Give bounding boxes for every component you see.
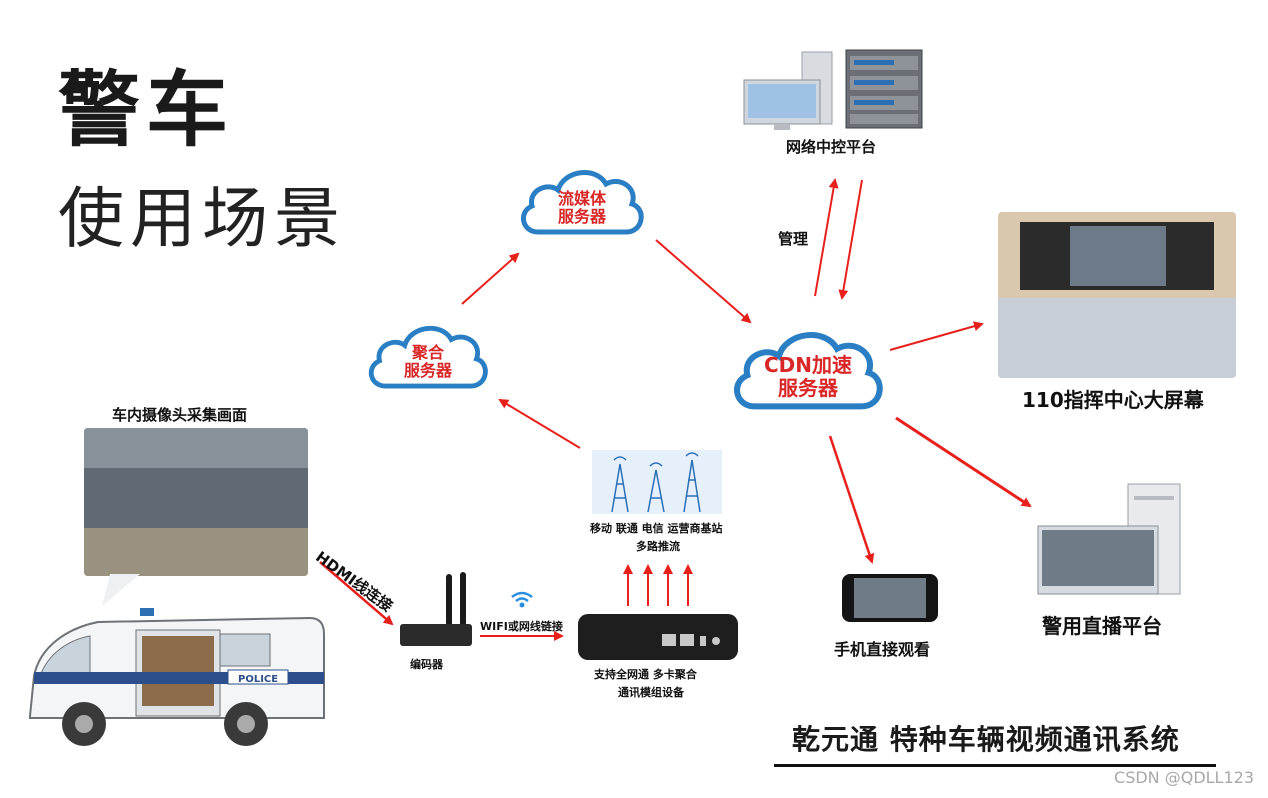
cloud-icon [368,325,488,389]
camera-capture-photo [84,428,308,576]
manage-label: 管理 [778,230,809,248]
speech-pointer [102,574,140,606]
wifi-label: WIFI或网线链接 [480,620,563,633]
footer-title: 乾元通 特种车辆视频通讯系统 [792,723,1180,756]
police-van-icon [29,608,325,746]
device-label-1: 支持全网通 多卡聚合 [594,668,697,681]
arrow-cdn-to-live [895,416,1032,508]
camera-capture-label: 车内摄像头采集画面 [112,406,248,424]
device-label-2: 通讯模组设备 [618,686,684,699]
arrow-cdn-to-screen [889,321,984,351]
aggregate-server-cloud: 聚合 服务器 [364,316,492,394]
server-monitor-icon [743,49,923,130]
base-station-label-1: 移动 联通 电信 运营商基站 [590,522,723,535]
arrow-basestation-to-aggregate [498,398,581,449]
arrow-cdn-to-center-up [814,178,839,297]
streaming-server-cloud: 流媒体 服务器 [516,160,648,240]
arrow-center-to-cdn-down [838,179,863,300]
base-station-icon [592,450,722,514]
command-center-label: 110指挥中心大屏幕 [1022,388,1204,412]
page-title: 警车 [58,63,235,158]
cloud-icon [734,332,883,410]
encoder-icon [400,572,472,646]
live-platform-label: 警用直播平台 [1042,614,1162,638]
wifi-icon [511,591,533,608]
mobile-phone-icon [842,574,938,622]
command-center-photo [998,212,1236,378]
arrow-aggregate-to-streaming [461,252,520,305]
video-wall-feed [1070,226,1166,286]
arrow-cdn-to-mobile [828,435,875,564]
cdn-server-label: CDN加速 服务器 [763,353,853,400]
encoder-label: 编码器 [410,658,443,671]
aggregate-server-label: 聚合 服务器 [403,343,452,381]
aggregation-device-icon [578,614,738,660]
watermark: CSDN @QDLL123 [1114,768,1254,787]
page-subtitle: 使用场景 [58,180,346,257]
streaming-server-label: 流媒体 服务器 [557,189,606,227]
base-station-label-2: 多路推流 [636,540,680,553]
cloud-icon [521,170,644,235]
cdn-server-cloud: CDN加速 服务器 [728,320,888,416]
arrow-hdmi [319,561,394,626]
mobile-label: 手机直接观看 [834,640,931,659]
network-center-label: 网络中控平台 [786,138,877,156]
live-platform-icon [1037,483,1181,595]
arrow-streaming-to-cdn [655,239,752,324]
footer-underline [774,764,1216,767]
van-sign: POLICE [238,674,279,685]
console-desk [998,298,1236,378]
